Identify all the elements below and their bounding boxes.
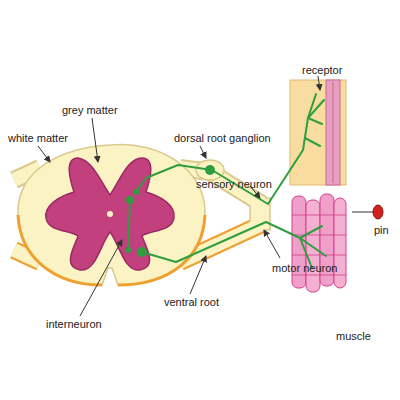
sensory-cell-body (205, 165, 215, 175)
pin-shaft (352, 211, 374, 213)
muscle-fibers (292, 194, 346, 292)
part-label: ventral root (164, 296, 219, 309)
synapse (125, 247, 131, 253)
central-canal (107, 211, 113, 217)
leader-line (38, 146, 50, 162)
sensory-neuron-path (136, 100, 324, 204)
pin-head (373, 205, 383, 219)
neurons (128, 94, 326, 268)
receptor-endings (305, 94, 322, 146)
leader-line (200, 146, 206, 158)
part-label: muscle (336, 330, 371, 343)
motor-neuron-path (142, 222, 326, 268)
synapse (133, 189, 139, 195)
part-label: motor neuron (272, 262, 337, 275)
receptor-line (333, 82, 334, 183)
dorsal-root-ganglion (196, 160, 224, 180)
part-label: dorsal root ganglion (174, 132, 271, 145)
skin-receptor (290, 80, 346, 185)
muscle-fiber (334, 198, 346, 288)
part-label: grey matter (62, 104, 118, 117)
part-label: sensory neuron (196, 178, 272, 191)
part-label: pin (374, 224, 389, 237)
leader-line (264, 230, 280, 258)
part-label: white matter (8, 132, 68, 145)
leader-line (190, 256, 206, 294)
interneuron-path (128, 200, 130, 250)
root-junction (252, 204, 262, 224)
interneuron-cell-body (126, 196, 134, 204)
part-label: interneuron (46, 318, 102, 331)
muscle-fiber (292, 196, 306, 288)
receptor-tissue (326, 80, 340, 185)
leader-line (80, 240, 122, 316)
part-label: receptor (302, 64, 342, 77)
leader-lines (38, 76, 320, 316)
leader-line (318, 76, 320, 90)
motor-cell-body (137, 247, 147, 257)
leader-line (92, 118, 98, 162)
